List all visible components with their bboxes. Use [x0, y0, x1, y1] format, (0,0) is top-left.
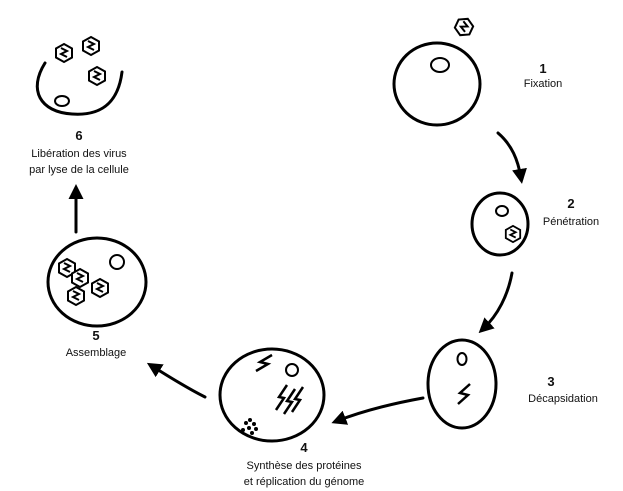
step-number: 1 [539, 61, 546, 76]
step-1-caption: 1 Fixation [524, 61, 563, 90]
virus-particle-icon [67, 286, 85, 306]
viral-genome-icon [457, 383, 471, 405]
step-label: Décapsidation [528, 393, 598, 405]
step-6-caption: 6 Libération des virus par lyse de la ce… [29, 128, 129, 176]
arrow-step-1-to-2 [496, 131, 527, 184]
cell-step-6 [35, 36, 124, 116]
cell-step-2 [470, 191, 530, 257]
step-label: et réplication du génome [244, 476, 364, 488]
step-number: 6 [75, 128, 82, 143]
virus-particle-icon [55, 43, 73, 63]
cell-step-1 [392, 14, 482, 127]
arrow-step-2-to-3 [478, 271, 514, 334]
cycle-arrows [68, 131, 527, 425]
virus-particle-icon [82, 36, 100, 56]
step-number: 4 [300, 440, 308, 455]
arrow-step-4-to-5 [146, 362, 207, 399]
lysed-cell-membrane [35, 61, 124, 116]
step-label: Pénétration [543, 216, 599, 228]
cell-step-3 [426, 338, 498, 430]
step-label: par lyse de la cellule [29, 164, 129, 176]
virus-particle-icon [71, 268, 89, 288]
step-number: 3 [547, 374, 554, 389]
step-2-caption: 2 Pénétration [543, 196, 599, 228]
virus-particle-icon [504, 224, 522, 244]
step-5-caption: 5 Assemblage [66, 328, 127, 359]
viral-genome-icon [255, 353, 273, 373]
virus-particle-icon [88, 66, 106, 86]
virus-particle-icon [451, 14, 477, 40]
virus-particle-icon [91, 278, 109, 298]
protein-fragments-icon [241, 418, 258, 435]
step-label: Fixation [524, 78, 563, 90]
cell-step-4 [218, 347, 326, 443]
step-number: 2 [567, 196, 574, 211]
step-label: Libération des virus [31, 148, 127, 160]
step-label: Synthèse des protéines [247, 460, 362, 472]
step-4-caption: 4 Synthèse des protéines et réplication … [244, 440, 364, 488]
arrow-step-3-to-4 [331, 396, 425, 425]
replicated-genomes-icon [274, 384, 305, 415]
step-3-caption: 3 Décapsidation [528, 374, 598, 405]
cell-step-5 [46, 236, 148, 328]
step-label: Assemblage [66, 347, 127, 359]
step-number: 5 [92, 328, 99, 343]
